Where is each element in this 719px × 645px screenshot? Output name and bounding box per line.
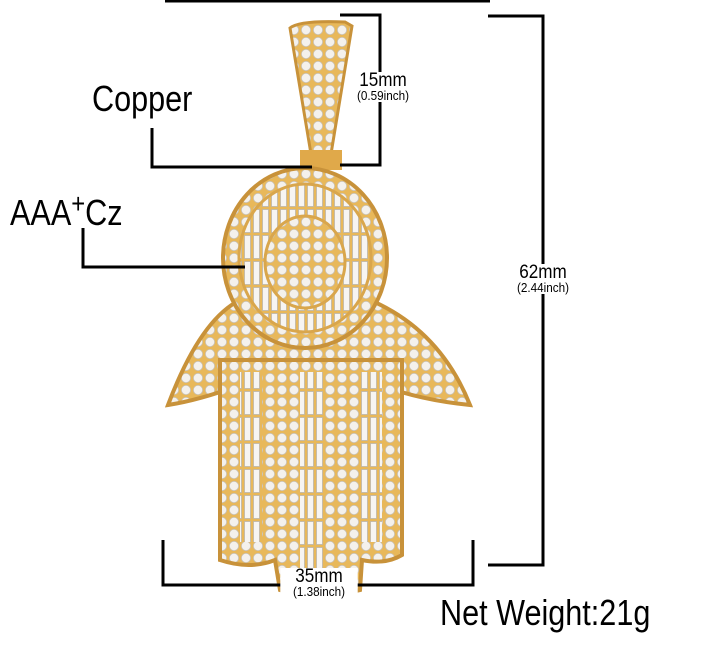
bale-height-mm: 15mm <box>359 70 407 91</box>
dimension-lines <box>81 0 545 587</box>
total-height-label: 62mm (2.44inch) <box>504 262 582 295</box>
finger-baguettes <box>360 372 382 542</box>
total-height-inch: (2.44inch) <box>516 280 570 295</box>
center-cluster <box>263 214 347 310</box>
width-label: 35mm (1.38inch) <box>280 566 358 599</box>
finger-baguettes <box>300 372 324 572</box>
material-label: Copper <box>92 78 193 119</box>
width-inch: (1.38inch) <box>292 584 346 599</box>
bale-loop <box>300 150 342 170</box>
bale <box>288 20 354 162</box>
stone-grade: AAA <box>10 192 72 233</box>
bale-height-label: 15mm (0.59inch) <box>346 70 420 103</box>
net-weight-label: Net Weight:21g <box>440 592 651 633</box>
finger-baguettes <box>240 372 262 542</box>
bale-height-inch: (0.59inch) <box>356 88 410 103</box>
stone-plus: + <box>71 188 86 219</box>
total-height-mm: 62mm <box>519 262 567 283</box>
stone-label: AAA+Cz <box>10 188 123 234</box>
width-mm: 35mm <box>295 566 343 587</box>
stone-type: Cz <box>85 192 123 233</box>
